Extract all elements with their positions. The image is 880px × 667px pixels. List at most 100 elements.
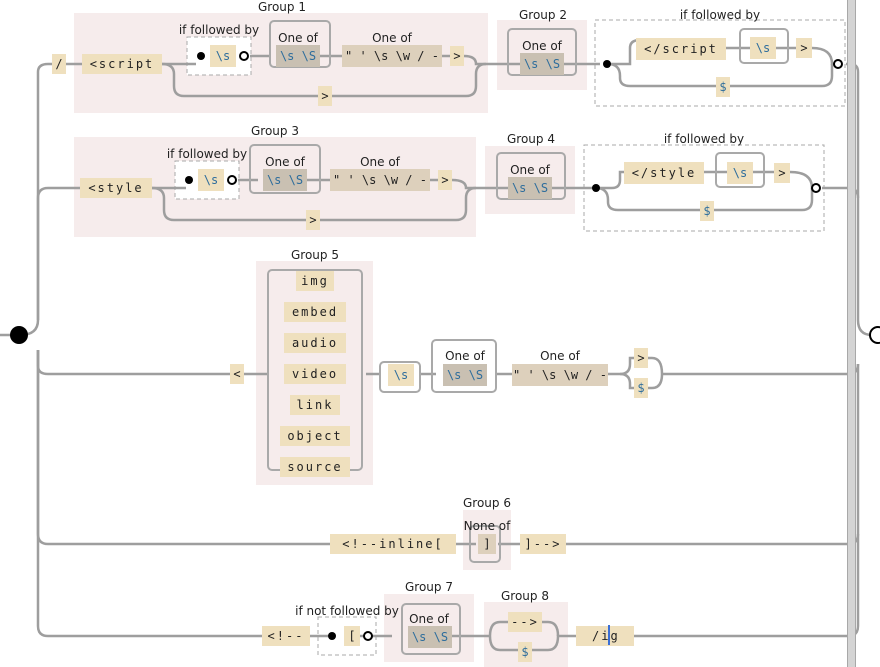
one-of-frame-8 (401, 603, 461, 655)
text-cursor (608, 625, 610, 645)
token-comment-close (508, 612, 542, 632)
token-style-close-text: </style (632, 166, 697, 180)
loop-frame-6 (715, 152, 765, 188)
token-bracket-close (478, 534, 496, 554)
token-dollar-3-text: $ (637, 381, 644, 395)
lookahead-1-end (239, 51, 249, 61)
token-dollar-4-text: $ (521, 645, 528, 659)
token-attr-chars-2 (330, 169, 430, 191)
token-tag-audio-text: audio (292, 336, 338, 350)
token-bracket-open (344, 626, 360, 646)
token-comment-open (262, 626, 310, 646)
lookahead-5-end (363, 631, 373, 641)
lookahead-3-label: if followed by (167, 147, 247, 161)
end-node (869, 326, 880, 344)
group-6-label: Group 6 (463, 496, 511, 510)
token-tag-object (280, 426, 350, 446)
token-inline-open (330, 534, 456, 554)
one-of-5-label: One of (360, 155, 401, 169)
token-ws-4 (727, 162, 753, 184)
token-ws-nws-4 (508, 177, 552, 199)
token-bracket-close-text: ] (483, 537, 490, 551)
token-gt-2 (318, 86, 332, 106)
group-5-label: Group 5 (291, 248, 339, 262)
token-tag-embed-text: embed (292, 305, 338, 319)
token-tag-source (280, 457, 350, 477)
token-ws-nws-5 (443, 364, 487, 386)
token-gt-6 (774, 163, 790, 183)
token-attr-chars-3-text: " ' \s \w / - (513, 368, 607, 382)
token-script-close (636, 38, 726, 60)
token-ws-nws-1-text: \s \S (280, 49, 316, 63)
token-attr-chars-3 (512, 364, 608, 386)
group-3-label: Group 3 (251, 124, 299, 138)
lookahead-4-start (592, 184, 600, 192)
token-ws-5 (388, 364, 414, 386)
loop-frame-3 (739, 28, 789, 64)
token-lt-text: < (233, 367, 240, 381)
one-of-8-label: One of (540, 349, 581, 363)
token-gt-1-text: > (453, 49, 460, 63)
token-ws-nws-2-text: \s \S (524, 57, 560, 71)
token-lt (230, 364, 244, 384)
right-scrollbar-rail[interactable] (847, 0, 856, 667)
token-flags[interactable] (576, 626, 634, 646)
token-ws-1 (210, 45, 236, 67)
token-tag-img-text: img (301, 274, 329, 288)
token-gt-6-text: > (778, 166, 785, 180)
token-ws-nws-5-text: \s \S (447, 368, 483, 382)
lookahead-1-label: if followed by (179, 23, 259, 37)
token-script-open (82, 54, 162, 74)
token-ws-nws-4-text: \s \S (512, 181, 548, 195)
token-tag-link-text: link (297, 398, 334, 412)
token-gt-3 (796, 38, 812, 58)
one-of-6-label: One of (510, 163, 551, 177)
token-ws-nws-3 (263, 169, 307, 191)
token-ws-nws-2 (520, 53, 564, 75)
token-bracket-open-text: [ (348, 629, 355, 643)
token-tag-link (290, 395, 340, 415)
token-gt-5 (306, 210, 320, 230)
one-of-7-label: One of (445, 349, 486, 363)
token-tag-img (296, 271, 334, 291)
token-ws-2-text: \s (756, 41, 770, 55)
lookahead-5-label: if not followed by (295, 604, 399, 618)
token-ws-nws-6 (408, 626, 452, 648)
token-style-open-text: <style (88, 181, 143, 195)
token-slash (52, 54, 66, 74)
token-tag-source-text: source (287, 460, 342, 474)
group-1-label: Group 1 (258, 0, 306, 14)
token-comment-open-text: <!-- (268, 629, 305, 643)
token-ws-nws-3-text: \s \S (267, 173, 303, 187)
token-dollar-1-text: $ (719, 80, 726, 94)
lookahead-4-end (811, 183, 821, 193)
one-of-frame-7 (431, 339, 497, 393)
token-slash-text: / (55, 57, 62, 71)
group-4-label: Group 4 (507, 132, 555, 146)
token-ws-nws-1 (276, 45, 320, 67)
tag-name-options: img embed audio video link object source (280, 271, 350, 477)
token-gt-3-text: > (800, 41, 807, 55)
token-gt-4-text: > (441, 173, 448, 187)
one-of-3-label: One of (522, 39, 563, 53)
lookahead-2-label: if followed by (680, 8, 760, 22)
token-gt-4 (438, 170, 452, 190)
token-gt-1 (450, 46, 464, 66)
token-ws-5-text: \s (394, 368, 408, 382)
token-style-close (624, 162, 704, 184)
token-inline-close (520, 534, 566, 554)
token-gt-7-text: > (637, 351, 644, 365)
token-attr-chars-1 (342, 45, 442, 67)
token-tag-video-text: video (292, 367, 338, 381)
lookahead-4-label: if followed by (664, 132, 744, 146)
token-dollar-2-text: $ (703, 204, 710, 218)
token-tag-audio (284, 333, 346, 353)
lookahead-3-end (227, 175, 237, 185)
token-attr-chars-2-text: " ' \s \w / - (333, 173, 427, 187)
token-dollar-1 (716, 77, 730, 97)
token-style-open (80, 178, 152, 198)
token-dollar-4 (518, 642, 532, 662)
token-ws-1-text: \s (216, 49, 230, 63)
none-of-label: None of (464, 519, 511, 533)
